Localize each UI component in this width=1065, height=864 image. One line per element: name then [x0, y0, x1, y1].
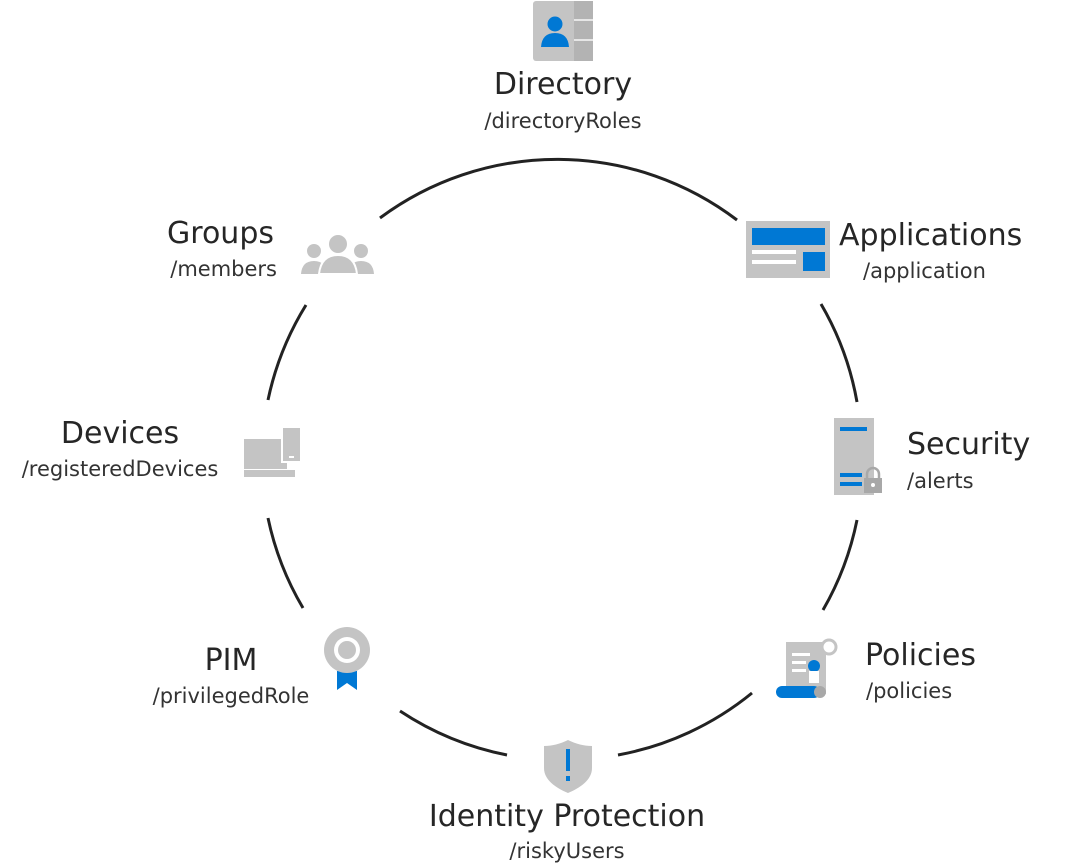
node-path-groups: /members [170, 257, 277, 281]
node-path-security: /alerts [907, 469, 974, 493]
ring-arc-security-policies [821, 519, 859, 611]
node-title-policies: Policies [865, 638, 976, 673]
node-path-identity-protection: /riskyUsers [509, 839, 625, 863]
ring-arc-policies-identity [617, 691, 753, 757]
ring-arc-pim-devices [266, 517, 305, 609]
node-path-devices: /registeredDevices [21, 457, 219, 481]
ring-arc-devices-groups [266, 304, 308, 401]
node-title-security: Security [907, 427, 1031, 462]
contact-card-icon [533, 1, 593, 61]
group-people-icon [301, 233, 374, 275]
policy-scroll-icon [776, 638, 838, 698]
node-title-devices: Devices [60, 416, 180, 451]
ring-arc-directory-applications [379, 157, 738, 222]
node-title-directory: Directory [493, 67, 633, 102]
node-title-pim: PIM [204, 643, 258, 678]
node-title-identity-protection: Identity Protection [428, 799, 706, 834]
node-title-groups: Groups [167, 216, 274, 251]
devices-icon [244, 426, 302, 477]
ring-arc-applications-security [819, 303, 859, 403]
shield-alert-icon [544, 740, 592, 793]
node-path-policies: /policies [866, 679, 953, 703]
node-title-applications: Applications [839, 218, 1023, 253]
ring-arc-identity-pim [399, 709, 508, 757]
node-path-directory: /directoryRoles [484, 109, 642, 133]
node-path-pim: /privilegedRole [152, 684, 310, 708]
award-ribbon-icon [324, 627, 370, 690]
app-window-icon [746, 221, 830, 278]
node-path-applications: /application [863, 259, 986, 283]
server-lock-icon [834, 418, 882, 495]
